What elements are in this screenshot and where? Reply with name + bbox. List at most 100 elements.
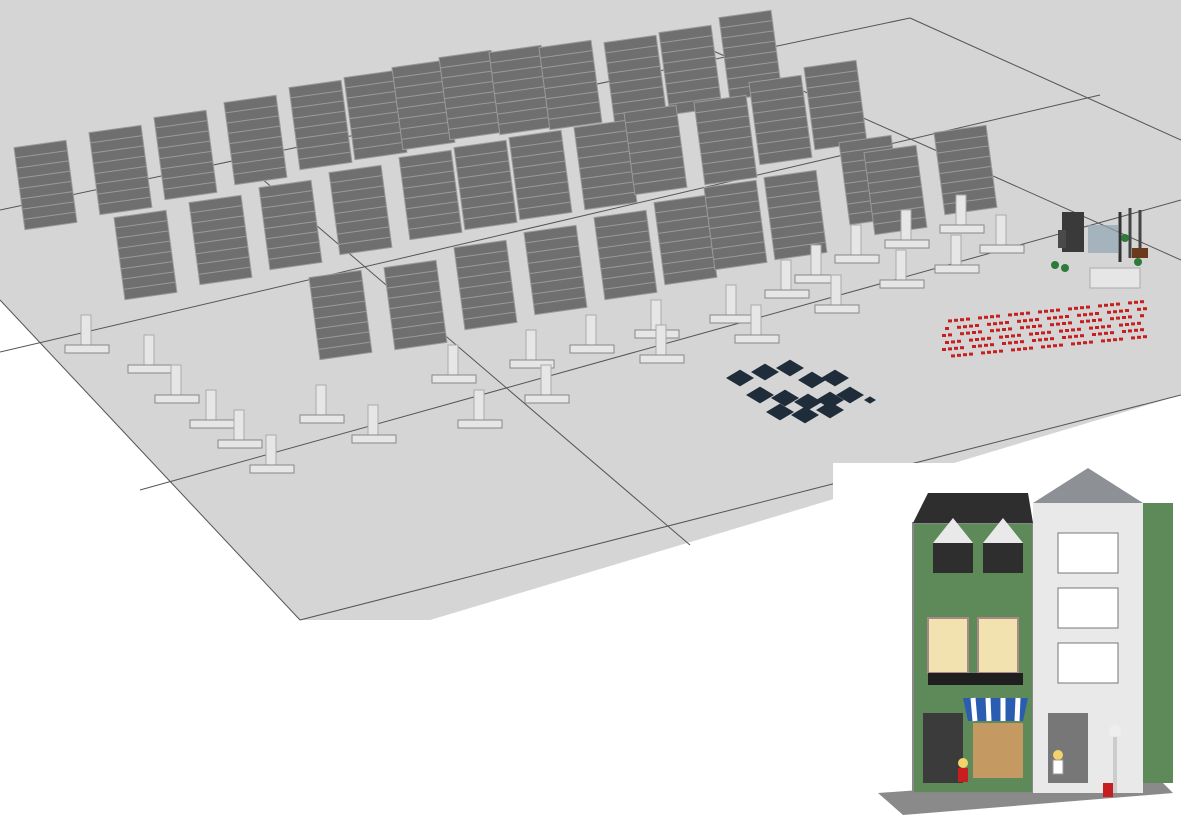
red-part [1110, 317, 1114, 321]
red-part [1014, 340, 1018, 344]
bracket-base [979, 244, 1025, 254]
plate-stud-row [529, 265, 582, 275]
red-part [975, 338, 979, 341]
bracket-upright [233, 409, 245, 443]
plate-stud-row [582, 181, 635, 190]
plate-stud-row [390, 311, 443, 320]
bracket-upright [473, 389, 485, 423]
plate-stud-row [806, 80, 859, 89]
plate-stud-row [609, 75, 662, 85]
red-part [1071, 328, 1075, 332]
bracket-upright [955, 194, 967, 228]
plate-stud-row [723, 40, 776, 49]
red-part [1068, 307, 1072, 311]
plate-stud-row [625, 115, 678, 124]
red-part [1071, 342, 1075, 346]
bracket-upright [367, 404, 379, 438]
red-part [978, 316, 982, 320]
red-parts-cluster [942, 300, 1147, 358]
white-brackets-group [64, 194, 1025, 474]
plate-stud-row [197, 256, 250, 265]
plate-stud-row [840, 145, 893, 154]
plate-stud-row [766, 190, 819, 199]
red-part [966, 317, 970, 321]
plate-stud-row [232, 156, 285, 165]
plate-stud-row [768, 200, 821, 209]
plate-stud-row [401, 170, 454, 179]
plate-stud-row [345, 80, 398, 89]
plate-stud-row [155, 120, 208, 129]
plate-stud-row [548, 111, 601, 120]
plate-stud-row [751, 95, 804, 104]
plate-stud-row [297, 141, 350, 150]
plate-stud-row [713, 251, 766, 260]
red-part [981, 351, 985, 355]
plate-stud-row [936, 145, 989, 154]
red-part [1056, 308, 1060, 312]
misc-parts-cluster [1051, 208, 1148, 289]
plate-stud-row [708, 210, 761, 219]
red-part [1044, 309, 1048, 313]
dark-part [766, 403, 794, 421]
plate-stud-row [712, 241, 765, 250]
bracket-base [217, 439, 263, 449]
red-part [1029, 318, 1033, 322]
red-part [1119, 309, 1123, 313]
plate-stud-row [605, 45, 658, 54]
bracket-base [431, 374, 477, 384]
plate-stud-row [633, 176, 686, 185]
red-part [1041, 331, 1045, 335]
red-part [1122, 316, 1126, 319]
dark-part [794, 393, 822, 411]
bracket-base [524, 394, 570, 404]
plate-stud-row [313, 300, 366, 309]
plate-stud-row [348, 100, 401, 109]
plate-stud-row [664, 65, 717, 75]
plates-group [13, 9, 998, 361]
plate-stud-row [754, 115, 807, 125]
red-part [1080, 320, 1084, 324]
red-part [972, 331, 976, 334]
plate-stud-row [194, 235, 247, 245]
bracket-base [64, 344, 110, 354]
red-part [1035, 332, 1039, 335]
red-part [1062, 322, 1066, 325]
bracket-base [934, 264, 980, 274]
red-part [1131, 336, 1135, 340]
plate-stud-row [606, 55, 659, 64]
bracket-upright [900, 209, 912, 243]
plate-stud-row [544, 80, 597, 90]
red-part [996, 314, 1000, 318]
red-part [1005, 335, 1009, 338]
plate-stud-row [400, 121, 453, 130]
red-part [1020, 312, 1024, 316]
plate-stud-row [629, 145, 682, 155]
plate-stud-row [630, 156, 683, 165]
plate-stud-row [812, 121, 865, 130]
plate-stud-row [318, 341, 371, 350]
red-part [1128, 301, 1132, 305]
red-part [1086, 319, 1090, 323]
red-part [990, 343, 994, 347]
red-part [1098, 332, 1102, 336]
bracket-base [249, 464, 295, 474]
plate-stud-row [233, 166, 286, 175]
red-part [1140, 328, 1144, 332]
red-part [1098, 318, 1102, 322]
plate-stud-row [757, 136, 810, 145]
plate-stud-row [583, 191, 636, 200]
plate-stud-row [525, 235, 578, 244]
plate-stud-row [267, 241, 320, 250]
plate-stud-row [346, 90, 399, 99]
red-part [1101, 325, 1105, 329]
plate-stud-row [769, 210, 822, 220]
red-part [963, 353, 967, 357]
plate-stud-row [608, 65, 661, 74]
plate-stud-row [702, 156, 755, 165]
red-part [999, 321, 1003, 325]
plate-stud-row [463, 211, 516, 220]
red-part [1110, 331, 1114, 335]
red-part [984, 315, 988, 319]
plate-stud-row [517, 191, 570, 200]
